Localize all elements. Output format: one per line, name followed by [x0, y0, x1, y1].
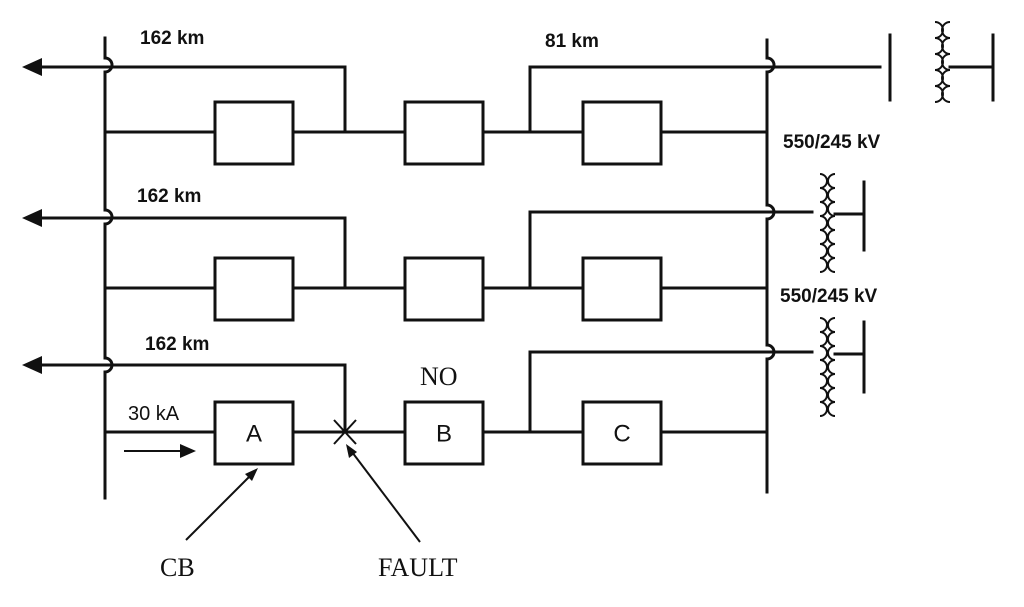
breaker-a-label: A	[246, 421, 262, 448]
breaker-a-box	[213, 400, 295, 466]
cb-pointer-arrow-icon	[185, 468, 258, 541]
breaker-state-label: NO	[420, 362, 458, 391]
line-1-length-label: 162 km	[140, 28, 204, 49]
transformer-bottom-icon	[819, 317, 866, 417]
transformer-2-voltage-label: 550/245 kV	[780, 286, 878, 307]
outgoing-line-3	[36, 363, 347, 434]
outgoing-line-1	[36, 65, 347, 134]
breaker-box	[581, 256, 663, 322]
transformer-middle-icon	[819, 173, 866, 273]
circuit-breaker-label: CB	[160, 553, 195, 582]
left-bus-bar	[103, 36, 114, 500]
current-arrow-icon	[124, 444, 196, 458]
fault-current-label: 30 kA	[128, 403, 180, 425]
outgoing-arrow-icon	[22, 58, 42, 76]
breaker-c-label: C	[613, 421, 630, 448]
right-line-length-label: 81 km	[545, 31, 599, 52]
breaker-box	[403, 256, 485, 322]
bay-row-3: A B C	[22, 350, 814, 466]
breaker-box	[403, 100, 485, 166]
outgoing-arrow-icon	[22, 209, 42, 227]
breaker-box	[213, 256, 295, 322]
fault-cross-icon	[333, 419, 357, 445]
transformer-feed-2	[528, 210, 814, 290]
fault-label: FAULT	[378, 553, 458, 582]
line-3-length-label: 162 km	[145, 334, 209, 355]
breaker-box	[213, 100, 295, 166]
breaker-c-box	[581, 400, 663, 466]
transformer-1-voltage-label: 550/245 kV	[783, 132, 881, 153]
bay-row-1	[22, 58, 882, 166]
right-line-81km	[528, 65, 882, 134]
transformer-top-icon	[888, 21, 995, 103]
outgoing-line-2	[36, 216, 347, 290]
outgoing-arrow-icon	[22, 356, 42, 374]
transformer-feed-3	[528, 350, 814, 434]
right-bus-bar	[765, 38, 776, 494]
fault-pointer-arrow-icon	[346, 444, 421, 543]
breaker-b-box	[403, 400, 485, 466]
breaker-b-label: B	[436, 421, 452, 448]
line-2-length-label: 162 km	[137, 186, 201, 207]
breaker-box	[581, 100, 663, 166]
bay-row-2	[22, 209, 814, 322]
